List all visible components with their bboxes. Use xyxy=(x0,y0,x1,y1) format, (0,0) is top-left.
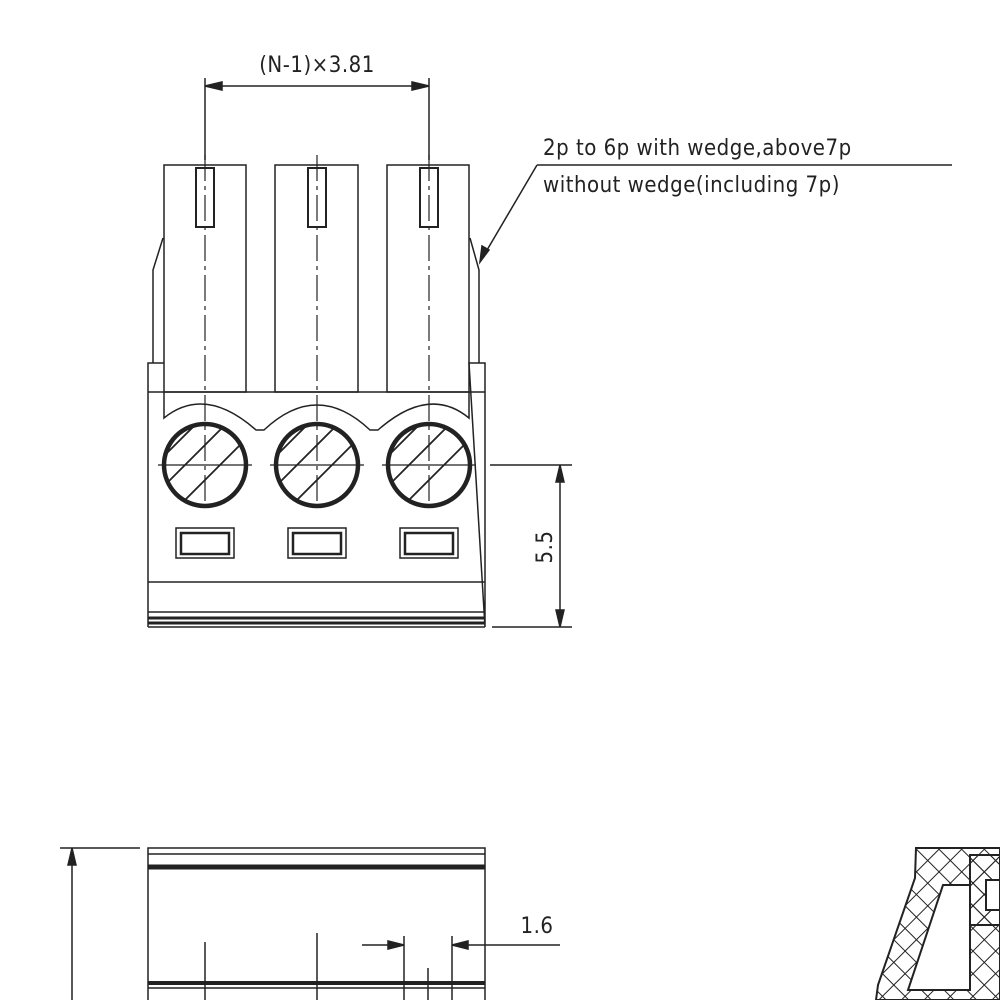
wedge-note-line1: 2p to 6p with wedge,above7p xyxy=(543,136,852,161)
slot-dimension-label: 1.6 xyxy=(521,914,554,939)
wedge-note-line2: without wedge(including 7p) xyxy=(543,173,840,198)
bottom-view xyxy=(60,847,560,1000)
section-view xyxy=(874,847,1000,1000)
pitch-dimension-label: (N-1)×3.81 xyxy=(259,53,375,78)
pitch-dimension xyxy=(204,78,430,160)
front-view xyxy=(147,155,486,628)
wedge-note-leader xyxy=(478,164,952,265)
height-dimension xyxy=(490,464,572,628)
height-dimension-label: 5.5 xyxy=(533,531,558,564)
